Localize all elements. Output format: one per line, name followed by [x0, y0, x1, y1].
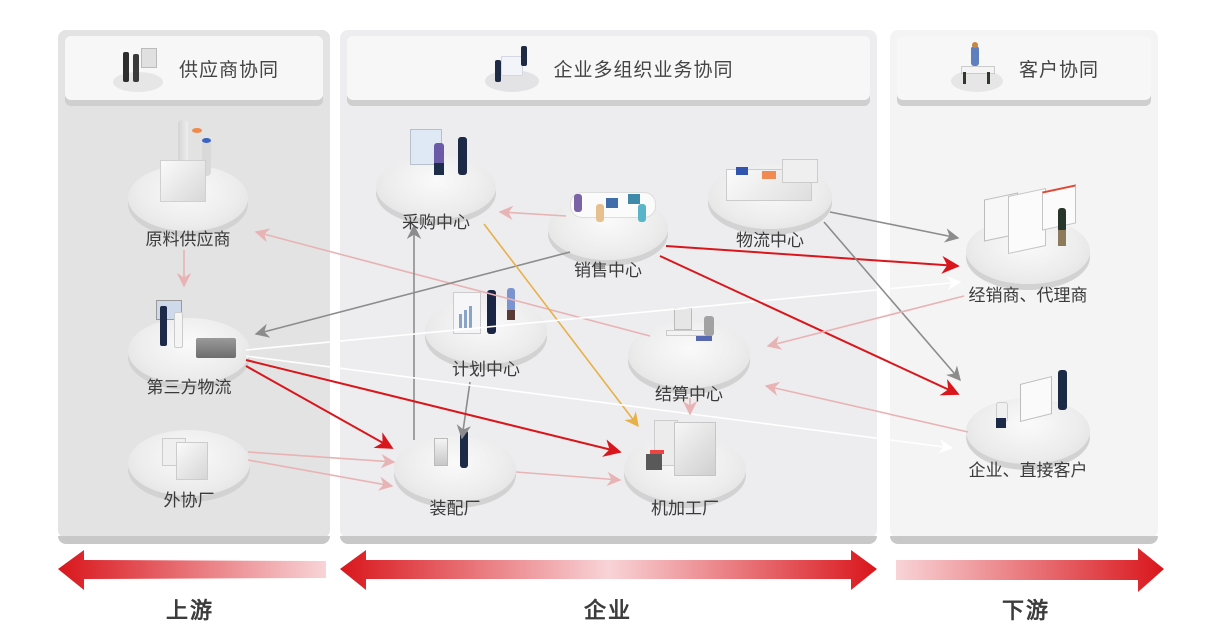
machining-building-icon	[644, 416, 734, 486]
bottom-arrows	[58, 548, 1164, 592]
link-sales-center-to-dealers-agents	[665, 245, 960, 274]
direct-customer-icon	[980, 362, 1090, 452]
downstream-panel-base	[890, 536, 1158, 544]
node-assembly-plant[interactable]	[394, 430, 516, 506]
link-settlement-center-to-raw-supplier	[254, 228, 651, 337]
factory-icon	[158, 120, 228, 210]
link-third-party-logistics-to-machining-plant	[245, 359, 622, 457]
link-outsourcing-factory-to-assembly-plant-2	[247, 459, 394, 491]
node-purchasing-center[interactable]	[376, 129, 496, 225]
node-machining-plant[interactable]	[624, 420, 746, 506]
link-enterprise-direct-customers-to-settlement-center	[764, 381, 969, 433]
link-outsourcing-factory-to-assembly-plant	[247, 451, 396, 469]
customer-desk-icon	[949, 42, 1005, 94]
link-sales-center-to-third-party-logistics	[254, 251, 571, 338]
settlement-desk-icon	[656, 306, 746, 376]
link-logistics-center-to-enterprise-direct-customers	[823, 221, 961, 382]
warehouse-icon	[718, 159, 828, 219]
node-settlement-center[interactable]	[628, 308, 750, 392]
upstream-label: 上游	[166, 599, 215, 624]
sales-office-icon	[564, 186, 664, 246]
upstream-header: 供应商协同	[65, 36, 323, 100]
enterprise-arrow	[340, 550, 877, 590]
link-third-party-logistics-to-enterprise-direct-customers	[245, 355, 954, 454]
assembly-icon	[424, 430, 504, 490]
node-sales-center[interactable]	[548, 192, 668, 264]
node-enterprise-direct-customers[interactable]	[966, 370, 1090, 468]
link-sales-center-to-enterprise-direct-customers	[659, 255, 960, 396]
upstream-panel-base	[58, 536, 330, 544]
link-third-party-logistics-to-dealers-agents	[245, 276, 962, 351]
dealer-dashboard-icon	[978, 184, 1088, 274]
link-planning-center-to-assembly-plant	[456, 381, 471, 440]
enterprise-panel-base	[340, 536, 877, 544]
link-sales-center-to-purchasing-center	[498, 205, 567, 220]
enterprise-title: 企业多组织业务协同	[553, 58, 734, 81]
downstream-arrow	[896, 548, 1164, 592]
downstream-title: 客户协同	[1018, 58, 1099, 81]
node-logistics-center[interactable]	[708, 159, 832, 233]
enterprise-header: 企业多组织业务协同	[347, 36, 870, 100]
link-purchasing-center-to-machining-plant	[483, 223, 639, 428]
logistics-truck-icon	[146, 296, 246, 376]
outsourcing-factory-icon	[156, 428, 236, 492]
link-third-party-logistics-to-assembly-plant	[245, 365, 394, 449]
upstream-title: 供应商协同	[178, 58, 279, 81]
downstream-label: 下游	[1002, 599, 1051, 624]
node-dealers-agents[interactable]	[966, 184, 1090, 288]
link-logistics-center-to-dealers-agents	[829, 211, 960, 243]
link-assembly-plant-to-machining-plant	[515, 471, 622, 487]
link-dealers-agents-to-settlement-center	[766, 295, 965, 350]
node-raw-supplier[interactable]	[128, 120, 248, 235]
enterprise-meeting-icon	[483, 42, 540, 94]
downstream-header: 客户协同	[897, 36, 1151, 100]
node-third-party-logistics[interactable]	[128, 300, 250, 388]
purchasing-meeting-icon	[404, 125, 494, 205]
upstream-arrow	[58, 550, 326, 590]
node-outsourcing-factory[interactable]	[128, 430, 250, 500]
supplier-people-icon	[109, 42, 165, 94]
enterprise-label: 企业	[584, 599, 633, 624]
